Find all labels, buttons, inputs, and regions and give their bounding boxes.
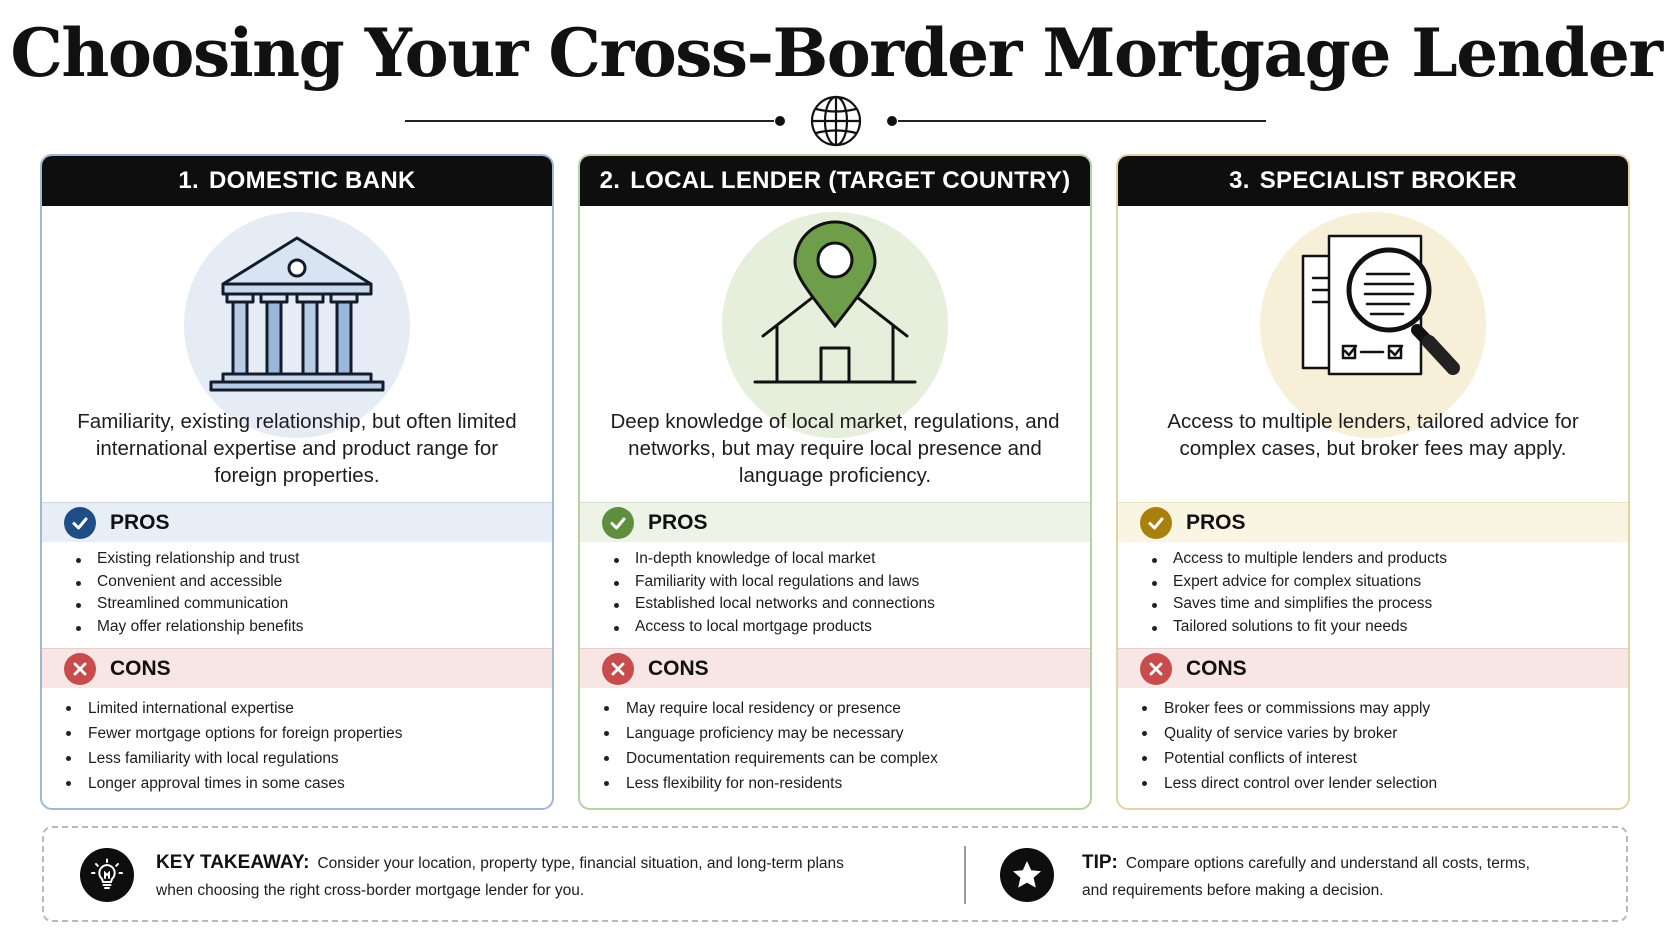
pros-bar: PROS	[580, 502, 1090, 542]
check-icon	[602, 506, 634, 539]
takeaway-box: KEY TAKEAWAY: Consider your location, pro…	[42, 826, 1628, 922]
pros-list: In-depth knowledge of local market Famil…	[580, 548, 1090, 638]
card-header: 3. SPECIALIST BROKER	[1118, 156, 1628, 206]
star-icon	[1000, 848, 1054, 902]
list-item: Documentation requirements can be comple…	[580, 746, 1090, 771]
list-item: May offer relationship benefits	[42, 616, 552, 639]
card-specialist-broker: 3. SPECIALIST BROKER	[1116, 154, 1630, 810]
card-description: Access to multiple lenders, tailored adv…	[1167, 410, 1579, 460]
takeaway-line2: when choosing the right cross-border mor…	[156, 882, 585, 899]
pros-list: Existing relationship and trust Convenie…	[42, 548, 552, 638]
documents-magnifier-icon	[1301, 234, 1460, 376]
list-item: Convenient and accessible	[42, 571, 552, 594]
x-icon	[1140, 652, 1172, 685]
pros-label: PROS	[110, 510, 170, 534]
list-item: Language proficiency may be necessary	[580, 721, 1090, 746]
cons-label: CONS	[648, 656, 709, 680]
list-item: Fewer mortgage options for foreign prope…	[42, 721, 552, 746]
card-header: 1. DOMESTIC BANK	[42, 156, 552, 206]
cons-list: Limited international expertise Fewer mo…	[42, 696, 552, 796]
cons-list: Broker fees or commissions may apply Qua…	[1118, 696, 1628, 796]
takeaway-text: KEY TAKEAWAY: Consider your location, pro…	[156, 849, 844, 904]
bank-building-icon	[209, 236, 385, 392]
check-icon	[64, 506, 96, 539]
card-title: DOMESTIC BANK	[209, 167, 416, 194]
title-divider	[405, 95, 1266, 147]
cons-bar: CONS	[1118, 648, 1628, 688]
list-item: Existing relationship and trust	[42, 548, 552, 571]
tip-text: TIP: Compare options carefully and unders…	[1082, 849, 1530, 904]
x-icon	[602, 652, 634, 685]
tip-label: TIP:	[1082, 852, 1118, 873]
page-title: Choosing Your Cross-Border Mortgage Lend…	[10, 14, 1663, 92]
list-item: Longer approval times in some cases	[42, 771, 552, 796]
card-title: SPECIALIST BROKER	[1259, 167, 1517, 194]
tip-line1: Compare options carefully and understand…	[1125, 855, 1530, 872]
list-item: Quality of service varies by broker	[1118, 721, 1628, 746]
takeaway-line1: Consider your location, property type, f…	[317, 855, 844, 872]
divider	[964, 846, 966, 904]
list-item: Less familiarity with local regulations	[42, 746, 552, 771]
cons-list: May require local residency or presence …	[580, 696, 1090, 796]
cons-label: CONS	[110, 656, 171, 680]
list-item: Access to local mortgage products	[580, 616, 1090, 639]
cons-label: CONS	[1186, 656, 1247, 680]
card-number: 3.	[1229, 167, 1250, 194]
takeaway-label: KEY TAKEAWAY:	[156, 852, 310, 873]
card-domestic-bank: 1. DOMESTIC BANK Familiarity, existing	[40, 154, 554, 810]
house-location-pin-icon	[753, 220, 917, 384]
pros-label: PROS	[648, 510, 708, 534]
pros-bar: PROS	[1118, 502, 1628, 542]
list-item: Broker fees or commissions may apply	[1118, 696, 1628, 721]
list-item: Tailored solutions to fit your needs	[1118, 616, 1628, 639]
list-item: Limited international expertise	[42, 696, 552, 721]
list-item: Potential conflicts of interest	[1118, 746, 1628, 771]
card-description: Familiarity, existing relationship, but …	[77, 410, 517, 487]
list-item: Saves time and simplifies the process	[1118, 593, 1628, 616]
list-item: Access to multiple lenders and products	[1118, 548, 1628, 571]
list-item: In-depth knowledge of local market	[580, 548, 1090, 571]
pros-label: PROS	[1186, 510, 1246, 534]
card-number: 2.	[599, 167, 621, 194]
card-description: Deep knowledge of local market, regulati…	[610, 410, 1060, 487]
pros-list: Access to multiple lenders and products …	[1118, 548, 1628, 638]
list-item: Less direct control over lender selectio…	[1118, 771, 1628, 796]
list-item: Familiarity with local regulations and l…	[580, 571, 1090, 594]
cons-bar: CONS	[42, 648, 552, 688]
lightbulb-icon	[80, 848, 134, 902]
card-local-lender: 2. LOCAL LENDER (TARGET COUNTRY) Deep kn…	[578, 154, 1092, 810]
card-header: 2. LOCAL LENDER (TARGET COUNTRY)	[580, 156, 1090, 206]
list-item: Less flexibility for non-residents	[580, 771, 1090, 796]
card-title: LOCAL LENDER (TARGET COUNTRY)	[630, 167, 1071, 194]
list-item: Established local networks and connectio…	[580, 593, 1090, 616]
card-number: 1.	[178, 167, 200, 194]
globe-icon	[810, 95, 862, 147]
tip-line2: and requirements before making a decisio…	[1082, 882, 1384, 899]
check-icon	[1140, 506, 1172, 539]
pros-bar: PROS	[42, 502, 552, 542]
x-icon	[64, 652, 96, 685]
list-item: May require local residency or presence	[580, 696, 1090, 721]
cons-bar: CONS	[580, 648, 1090, 688]
list-item: Streamlined communication	[42, 593, 552, 616]
list-item: Expert advice for complex situations	[1118, 571, 1628, 594]
